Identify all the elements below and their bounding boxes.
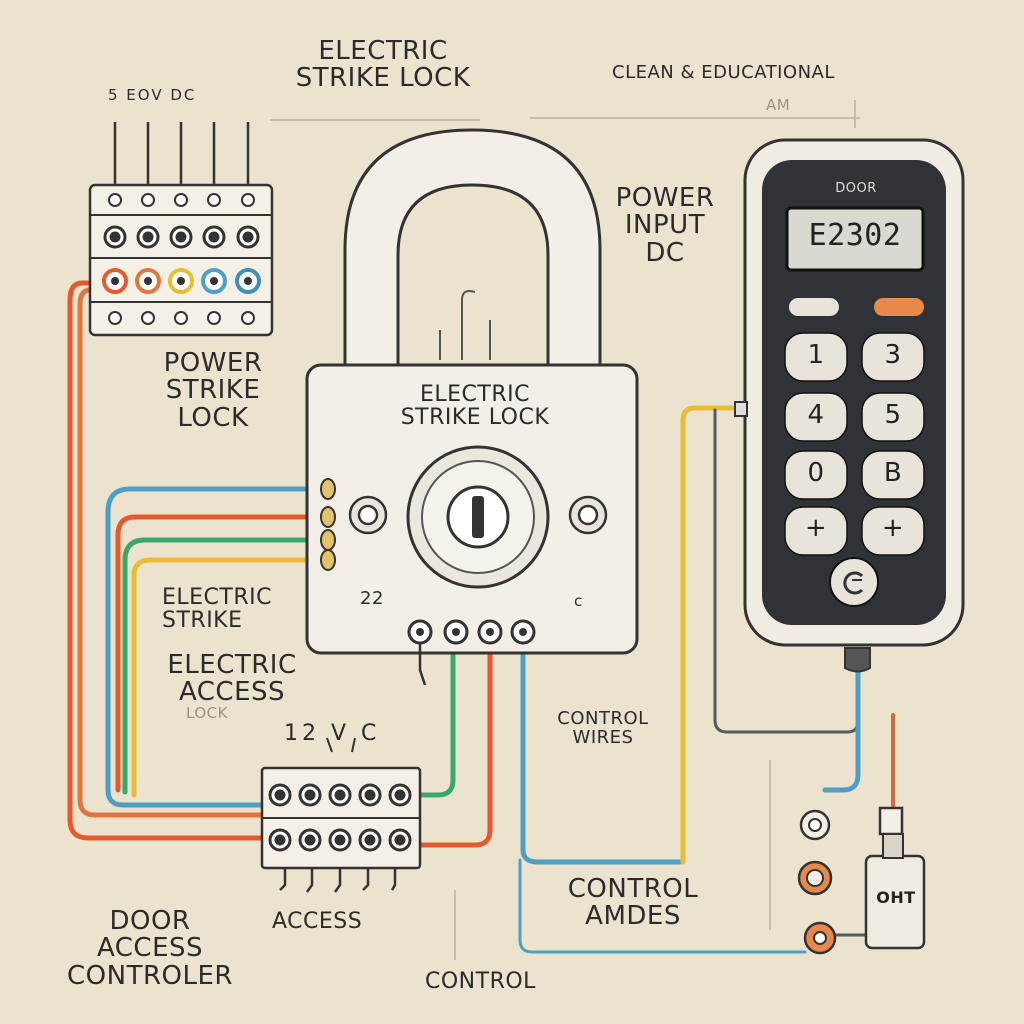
- lock-body-label: ELECTRIC STRIKE LOCK: [400, 382, 550, 431]
- controller-voltage-label: 12 V C: [284, 721, 381, 746]
- wire-blue-control: [518, 858, 807, 954]
- keypad-brand: DOOR: [835, 181, 877, 196]
- keypad-key-0: 0: [807, 458, 825, 488]
- faded-lock-label: LOCK: [186, 704, 228, 722]
- keypad-key-4: 4: [807, 400, 825, 430]
- wire-red-left: [67, 280, 265, 841]
- lock-small-label: c: [574, 592, 583, 610]
- control-amdes-label: CONTROL AMDES: [567, 874, 699, 932]
- lock-shackle: [343, 128, 602, 377]
- keypad-key-plus-right: +: [881, 513, 905, 543]
- power-input-label: POWER INPUT DC: [615, 183, 715, 268]
- tagline: CLEAN & EDUCATIONAL: [612, 62, 835, 83]
- keypad-display: E2302: [808, 218, 902, 253]
- door-access-controller-label: DOOR ACCESS CONTROLER: [67, 906, 233, 991]
- right-bottom-components: [797, 806, 926, 955]
- keypad-side-connector: [734, 401, 748, 417]
- access-label: ACCESS: [272, 909, 363, 934]
- keypad-key-1: 1: [807, 340, 825, 370]
- electric-strike-lock: [305, 128, 639, 686]
- control-wires-label: CONTROL WIRES: [557, 708, 649, 748]
- wire-blue-bottom: [520, 629, 683, 865]
- power-strike-lock-label: POWER STRIKE LOCK: [163, 348, 263, 433]
- wire-yellow-keypad: [680, 405, 748, 865]
- small-device-label: OHT: [876, 888, 916, 907]
- wire-green-lock: [122, 537, 331, 795]
- wire-blue-lock: [105, 486, 331, 808]
- electric-access-label: ELECTRIC ACCESS: [167, 650, 297, 708]
- control-label: CONTROL: [425, 969, 536, 994]
- wires: [67, 280, 895, 954]
- fingerprint-button-icon: [829, 557, 879, 607]
- keypad-key-5: 5: [884, 400, 902, 430]
- title-top: ELECTRIC STRIKE LOCK: [295, 36, 471, 94]
- keypad-key-3: 3: [884, 340, 902, 370]
- door-keypad: [743, 138, 965, 673]
- top-terminal-label: 5 EOV DC: [108, 86, 197, 104]
- wire-orange-left: [77, 287, 265, 818]
- keypad-key-b: B: [883, 458, 903, 488]
- faded-am-label: AM: [766, 96, 791, 114]
- lock-number-label: 22: [360, 588, 384, 609]
- wire-yellow-lock: [131, 557, 331, 798]
- wire-green-bottom: [417, 629, 456, 798]
- access-controller-block: [260, 737, 422, 893]
- electric-strike-label: ELECTRIC STRIKE: [162, 585, 272, 634]
- power-terminal-block: [88, 122, 274, 337]
- key-cylinder-icon: [406, 445, 550, 589]
- wire-red-bottom: [417, 629, 493, 848]
- wire-red-lock: [115, 514, 331, 793]
- keypad-key-plus-left: +: [804, 513, 828, 543]
- faint-guide-lines: [270, 100, 860, 960]
- wire-blue-keypad: [822, 662, 861, 793]
